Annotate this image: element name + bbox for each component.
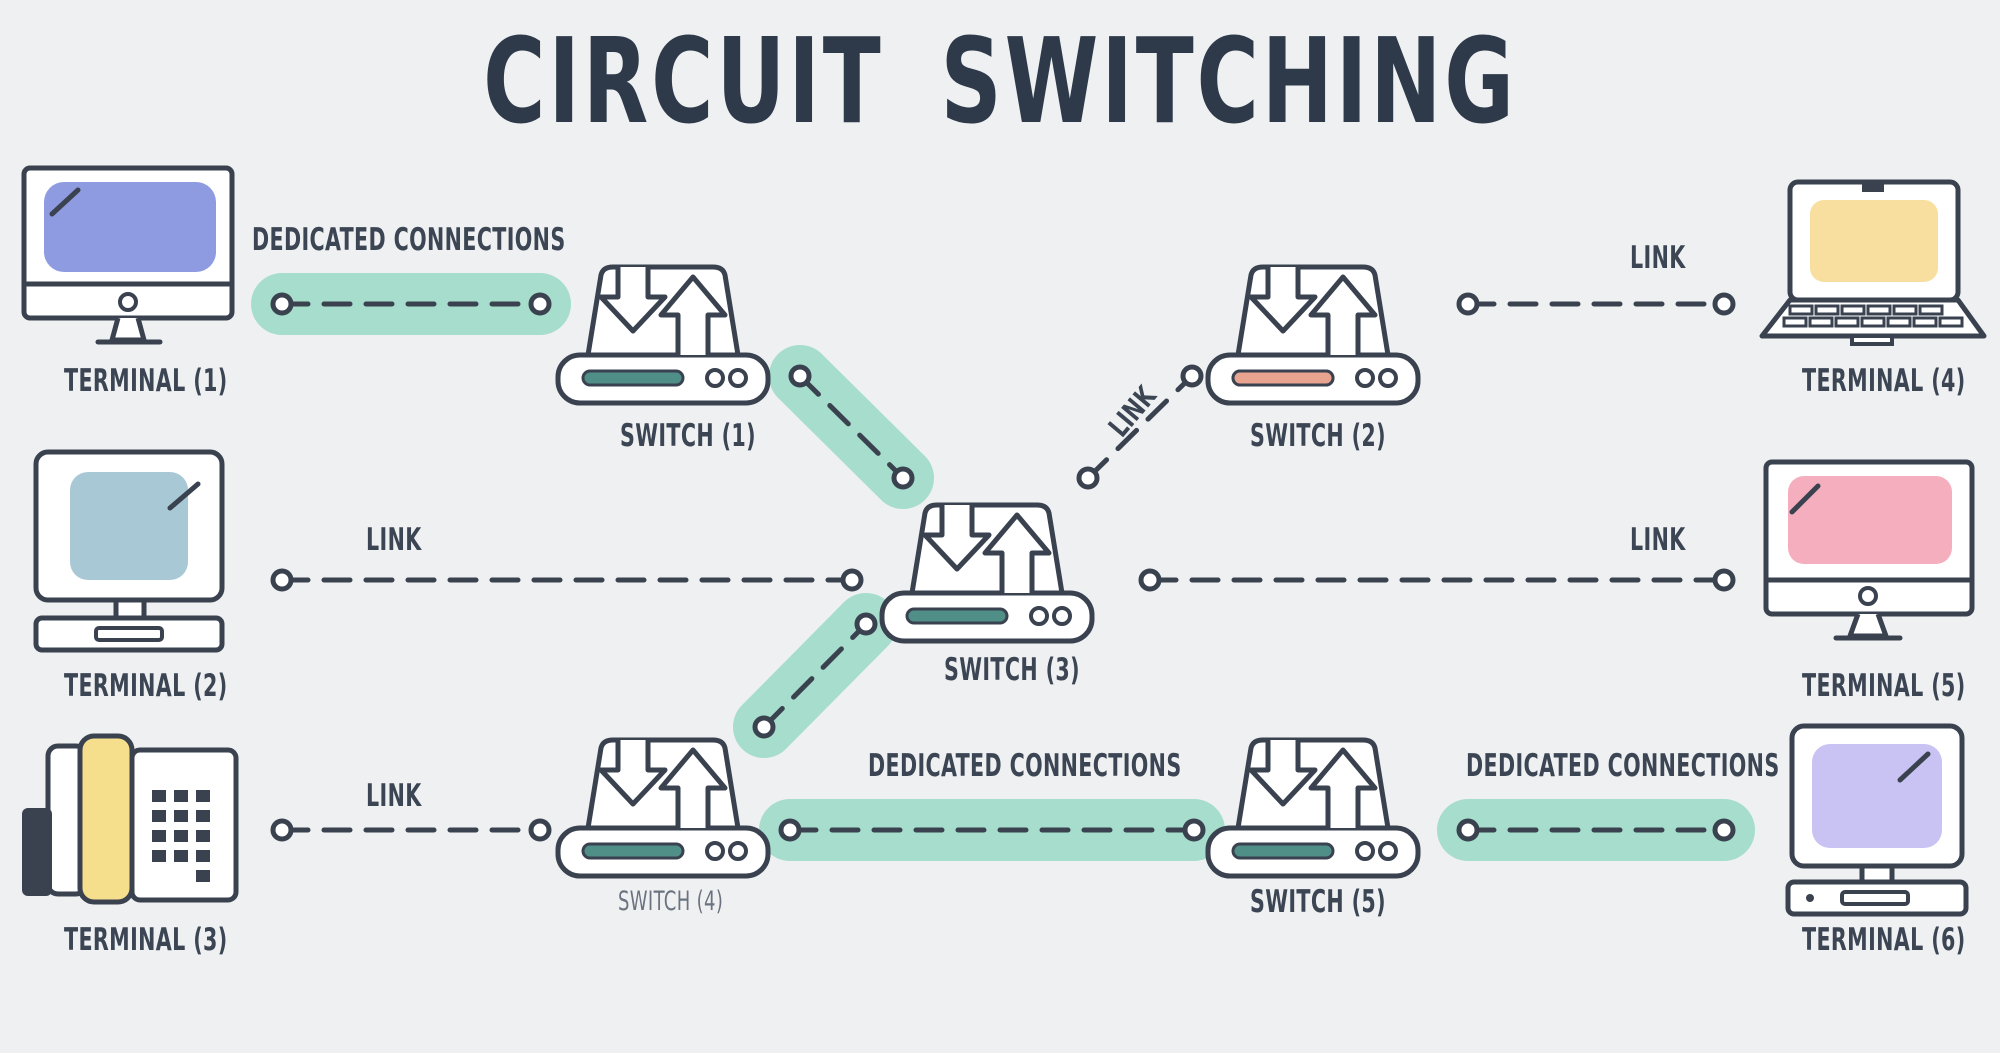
terminal-2-computer-icon [33,449,225,653]
terminal-3-label: TERMINAL (3) [64,922,228,958]
switch-3-label: SWITCH (3) [944,652,1080,688]
terminal-5-monitor-icon [1763,459,1975,641]
terminal-1-label: TERMINAL (1) [64,363,228,399]
terminal-4-laptop-icon [1759,179,1987,346]
link-label-terminal-3: LINK [366,778,422,814]
connection-endpoint-1-2 [528,292,552,316]
connection-lines [270,292,1736,842]
terminal-3-telephone-icon [22,733,239,905]
terminal-1-monitor-icon [21,165,235,345]
connection-endpoint-10-2 [1712,818,1736,842]
dedicated-connections-label-1: DEDICATED CONNECTIONS [252,222,566,258]
dedicated-connections-label-2: DEDICATED CONNECTIONS [868,748,1182,784]
connection-endpoint-7-1 [752,715,776,739]
connection-endpoint-2-1 [788,364,812,388]
connection-endpoint-6-1 [1138,568,1162,592]
connection-endpoint-10-1 [1456,818,1480,842]
connection-endpoint-8-2 [528,818,552,842]
switch-5 [1208,740,1418,876]
connection-endpoint-8-1 [270,818,294,842]
diagram-title: CIRCUIT SWITCHING [483,12,1517,150]
switch-1-label: SWITCH (1) [620,418,756,454]
connection-endpoint-1-1 [270,292,294,316]
connection-endpoint-6-2 [1712,568,1736,592]
switch-2-status-bar [1231,369,1335,387]
switch-3 [882,505,1092,641]
switch-1 [558,267,768,403]
link-label-terminal-5: LINK [1630,522,1686,558]
connection-endpoint-9-1 [778,818,802,842]
connection-endpoint-7-2 [854,612,878,636]
switch-2-label: SWITCH (2) [1250,418,1386,454]
terminal-2-label: TERMINAL (2) [64,668,228,704]
terminal-6-computer-icon [1785,723,1969,917]
connection-endpoint-9-2 [1182,818,1206,842]
connection-line-7 [761,621,869,730]
connection-line-3 [1085,373,1195,481]
connection-endpoint-5-2 [840,568,864,592]
connection-endpoint-3-1 [1076,466,1100,490]
connection-endpoint-2-2 [891,466,915,490]
connection-endpoint-4-2 [1712,292,1736,316]
switch-5-label: SWITCH (5) [1250,884,1386,920]
switch-4-label: SWITCH (4) [618,886,724,917]
terminal-6-label: TERMINAL (6) [1802,922,1966,958]
dedicated-connections-label-3: DEDICATED CONNECTIONS [1466,748,1780,784]
terminal-4-label: TERMINAL (4) [1802,363,1966,399]
link-label-terminal-4: LINK [1630,240,1686,276]
connection-endpoint-4-1 [1456,292,1480,316]
switch-4 [558,740,768,876]
terminal-5-label: TERMINAL (5) [1802,668,1966,704]
link-label-terminal-2: LINK [366,522,422,558]
connection-endpoint-5-1 [270,568,294,592]
connection-endpoint-3-2 [1180,364,1204,388]
connection-line-2 [797,373,906,481]
